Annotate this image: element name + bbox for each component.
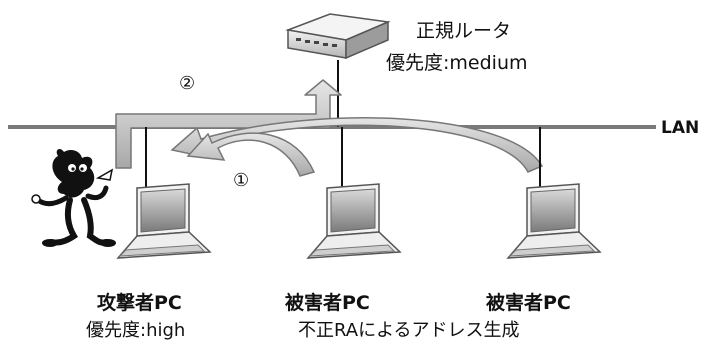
victim-pc-label-1: 被害者PC bbox=[285, 292, 370, 314]
arrow-step2 bbox=[115, 79, 342, 169]
router-priority: 優先度:medium bbox=[386, 52, 528, 74]
victim-pc-label-2: 被害者PC bbox=[486, 292, 571, 314]
attacker-pc-label: 攻撃者PC bbox=[97, 292, 182, 314]
victim-laptop-icon-1 bbox=[306, 183, 402, 259]
attacker-flag-icon bbox=[95, 168, 114, 181]
attacker-priority: 優先度:high bbox=[86, 320, 186, 341]
router-title: 正規ルータ bbox=[416, 20, 512, 42]
router-icon bbox=[285, 13, 391, 60]
caption: 不正RAによるアドレス生成 bbox=[298, 320, 520, 341]
step1-marker: ① bbox=[233, 170, 250, 191]
attacker-laptop-icon bbox=[116, 183, 212, 259]
victim-laptop-icon-2 bbox=[506, 183, 602, 259]
step2-marker: ② bbox=[179, 73, 196, 94]
arrow-step1 bbox=[170, 117, 544, 177]
attacker-character-icon bbox=[31, 149, 116, 247]
lan-label: LAN bbox=[661, 118, 700, 138]
